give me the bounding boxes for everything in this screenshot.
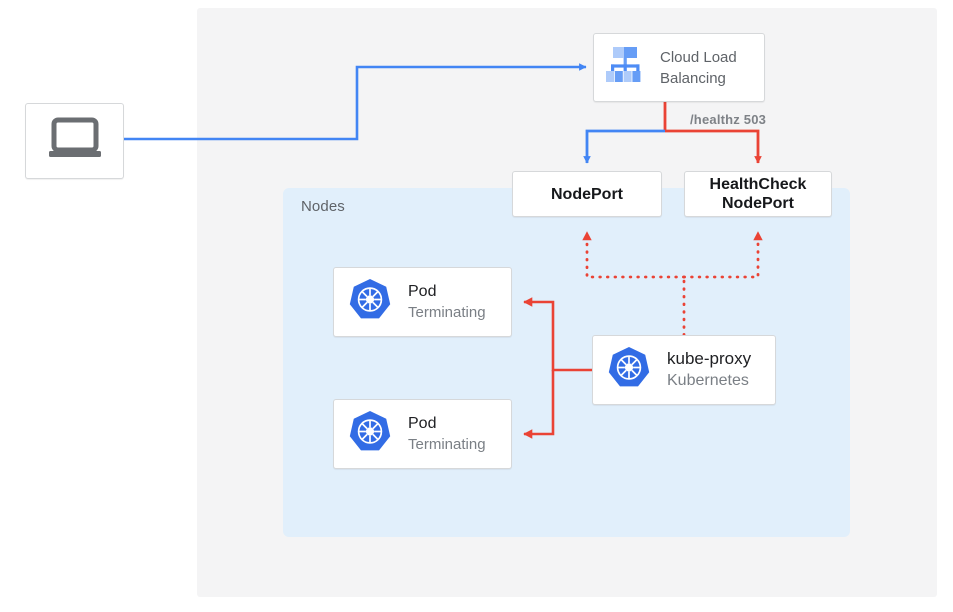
clb-label-line1: Cloud Load [660,48,737,66]
kubernetes-icon [346,408,394,461]
cloud-load-balancing-node[interactable]: Cloud Load Balancing [593,33,765,102]
laptop-icon [46,117,104,166]
kube-proxy-subtitle: Kubernetes [667,372,749,389]
kube-proxy-title: kube-proxy [667,349,752,368]
healthz-edge-label: /healthz 503 [690,112,767,127]
healthcheck-nodeport-node[interactable]: HealthCheck NodePort [684,171,832,217]
kubernetes-icon [346,276,394,329]
client-device-node[interactable] [25,103,124,179]
pod-status: Terminating [408,436,486,453]
nodes-panel-label: Nodes [301,198,345,215]
healthcheck-nodeport-label: HealthCheck NodePort [710,175,807,213]
pod-node-2[interactable]: Pod Terminating [333,399,512,469]
kubernetes-icon [605,344,653,397]
pod-node-1[interactable]: Pod Terminating [333,267,512,337]
cloud-load-balancing-label: Cloud Load Balancing [660,47,737,89]
pod-title: Pod [408,283,437,300]
healthcheck-label-line1: HealthCheck [709,176,807,193]
pod-title: Pod [408,415,437,432]
healthcheck-label-line2: NodePort [721,195,794,212]
cloud-load-balancing-icon [604,45,648,90]
pod-status: Terminating [408,304,486,321]
pod-text-block: Pod Terminating [408,281,486,323]
pod-text-block: Pod Terminating [408,413,486,455]
nodeport-node[interactable]: NodePort [512,171,662,217]
nodeport-label: NodePort [551,185,623,203]
clb-label-line2: Balancing [660,69,726,87]
kube-proxy-text-block: kube-proxy Kubernetes [667,348,751,392]
kube-proxy-node[interactable]: kube-proxy Kubernetes [592,335,776,405]
